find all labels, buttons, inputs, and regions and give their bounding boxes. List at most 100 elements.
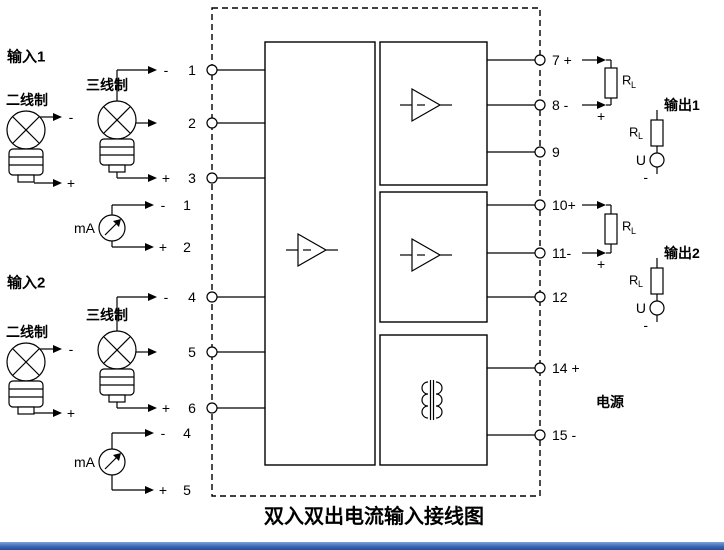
- terminal-4: [206, 291, 218, 303]
- amplifier-icon: [285, 233, 339, 267]
- terminal-11: [534, 247, 546, 259]
- ma-source-icon: [98, 214, 126, 242]
- terminal-8-label: 8 -: [552, 97, 569, 113]
- terminal-5-number: 5: [188, 344, 196, 360]
- power-label: 电源: [596, 394, 624, 410]
- rl-subscript: L: [631, 80, 636, 90]
- rl-label: R: [629, 273, 638, 288]
- ma2-label: mA: [74, 454, 96, 470]
- voltmeter-icon: [649, 152, 665, 168]
- rl-label: R: [622, 73, 631, 88]
- output1-section: 7 + 8 - 9 R L + R L U - 输出1: [552, 52, 700, 185]
- two-wire-transmitter-icon: [6, 110, 46, 183]
- ma1-plus-number: 2: [183, 239, 191, 255]
- transformer-icon: [421, 380, 443, 420]
- alt-plus-sign: +: [597, 256, 605, 272]
- terminal-10: [534, 199, 546, 211]
- terminal-4-sign: -: [164, 289, 169, 305]
- terminal-4-number: 4: [188, 289, 196, 305]
- load-resistor: [604, 67, 618, 99]
- terminal-8: [534, 99, 546, 111]
- terminal-14: [534, 362, 546, 374]
- power-stage-box: [379, 334, 488, 466]
- terminal-1-sign: -: [164, 62, 169, 78]
- diagram-title: 双入双出电流输入接线图: [264, 504, 484, 528]
- alt-minus-sign: -: [643, 169, 648, 185]
- two-wire-minus-sign: -: [69, 341, 74, 357]
- ma1-plus-sign: +: [159, 239, 167, 255]
- rl-label: R: [622, 219, 631, 234]
- input1-section: 输入1 三线制 二线制 mA - + -: [6, 48, 196, 256]
- input2-label: 输入2: [7, 274, 45, 292]
- left-terminals: [206, 64, 218, 414]
- terminal-3-number: 3: [188, 170, 196, 186]
- right-terminals: [534, 54, 546, 441]
- rl-subscript: L: [631, 226, 636, 236]
- u-label: U: [636, 152, 646, 168]
- amplifier-icon: [399, 238, 453, 272]
- input2-wiring: [34, 293, 157, 494]
- terminal-7-label: 7 +: [552, 52, 572, 68]
- isolator-outline: [211, 7, 541, 497]
- output1-label: 输出1: [664, 97, 700, 113]
- ma2-minus-number: 4: [183, 425, 191, 441]
- terminal-6-number: 6: [188, 400, 196, 416]
- terminal-1: [206, 64, 218, 76]
- input1-wiring: [34, 66, 157, 251]
- output1-wiring: [582, 56, 658, 174]
- input2-section: 输入2 三线制 二线制 mA - + - 4 5 +: [6, 274, 196, 499]
- internal-wiring: [217, 59, 535, 436]
- two-wire-transmitter-icon: [6, 342, 46, 415]
- ma2-plus-number: 5: [183, 482, 191, 498]
- ma2-plus-sign: +: [159, 482, 167, 498]
- rl-label: R: [629, 125, 638, 140]
- rl-subscript: L: [638, 279, 643, 289]
- voltmeter-icon: [649, 300, 665, 316]
- two-wire-minus-sign: -: [69, 109, 74, 125]
- three-wire-transmitter-icon: [97, 330, 137, 403]
- output1-stage-box: [379, 41, 488, 186]
- output2-section: 10+ 11- 12 R L + R L U - 输出2: [552, 197, 700, 333]
- input1-two-wire-label: 二线制: [6, 92, 48, 108]
- terminal-2-number: 2: [188, 115, 196, 131]
- terminal-7: [534, 54, 546, 66]
- terminal-10-label: 10+: [552, 197, 576, 213]
- terminal-3-sign: +: [162, 170, 170, 186]
- terminal-1-number: 1: [188, 62, 196, 78]
- ma1-minus-number: 1: [183, 197, 191, 213]
- load-resistor: [650, 267, 664, 295]
- output2-stage-box: [379, 191, 488, 323]
- ma2-minus-sign: -: [161, 425, 166, 441]
- input2-two-wire-label: 二线制: [6, 324, 48, 340]
- power-section: 14 + 15 - 电源: [552, 360, 624, 443]
- ma-source-icon: [98, 448, 126, 476]
- isolator-unit: [211, 7, 541, 497]
- terminal-2: [206, 117, 218, 129]
- alt-minus-sign: -: [643, 317, 648, 333]
- terminal-6: [206, 402, 218, 414]
- ma1-minus-sign: -: [161, 197, 166, 213]
- amplifier-icon: [399, 88, 453, 122]
- terminal-3: [206, 172, 218, 184]
- terminal-6-sign: +: [162, 400, 170, 416]
- terminal-15: [534, 429, 546, 441]
- input1-label: 输入1: [7, 48, 45, 66]
- two-wire-plus-sign: +: [67, 405, 75, 421]
- terminal-5: [206, 346, 218, 358]
- terminal-9: [534, 146, 546, 158]
- ma1-label: mA: [74, 220, 96, 236]
- terminal-12: [534, 291, 546, 303]
- alt-plus-sign: +: [597, 108, 605, 124]
- three-wire-transmitter-icon: [97, 100, 137, 173]
- input-stage-box: [264, 41, 376, 466]
- load-resistor: [650, 119, 664, 147]
- rl-subscript: L: [638, 131, 643, 141]
- output2-label: 输出2: [664, 245, 700, 261]
- output2-wiring: [582, 201, 658, 322]
- input2-three-wire-label: 三线制: [86, 307, 128, 323]
- window-edge-strip: [0, 542, 724, 550]
- terminal-15-label: 15 -: [552, 427, 576, 443]
- u-label: U: [636, 300, 646, 316]
- terminal-12-label: 12: [552, 289, 568, 305]
